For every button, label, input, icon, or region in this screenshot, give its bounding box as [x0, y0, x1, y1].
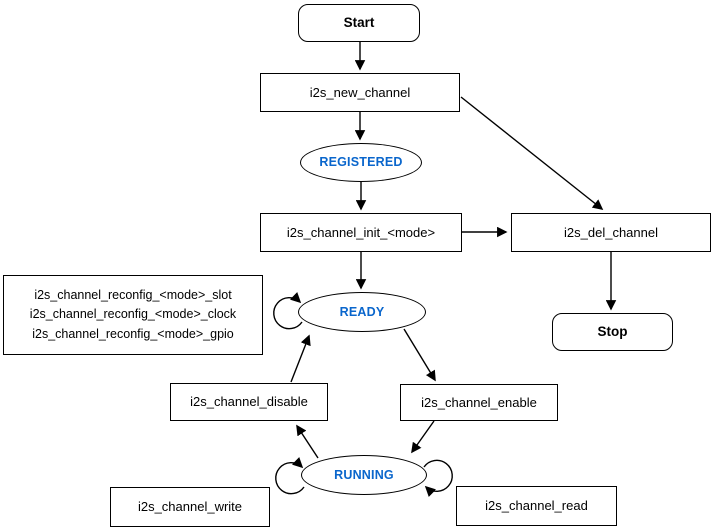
node-i2s-channel-write: i2s_channel_write: [110, 487, 270, 527]
node-state-ready: READY: [298, 292, 426, 332]
node-i2s-channel-init: i2s_channel_init_<mode>: [260, 213, 462, 252]
node-start: Start: [298, 4, 420, 42]
node-stop: Stop: [552, 313, 673, 351]
node-i2s-new-channel: i2s_new_channel: [260, 73, 460, 112]
node-i2s-channel-enable: i2s_channel_enable: [400, 384, 558, 421]
node-i2s-del-channel: i2s_del_channel: [511, 213, 711, 252]
node-state-registered: REGISTERED: [300, 143, 422, 182]
node-i2s-channel-disable: i2s_channel_disable: [170, 383, 328, 421]
edge-running-self-loop-left: [275, 457, 305, 495]
edge-new-channel-del-channel: [460, 96, 604, 210]
edge-running-self-loop-right: [423, 459, 453, 497]
edge-ready-enable: [403, 328, 436, 382]
edge-enable-running: [411, 420, 435, 454]
reconfig-line-slot: i2s_channel_reconfig_<mode>_slot: [34, 287, 232, 302]
edge-ready-self-loop: [273, 292, 303, 330]
edge-running-disable: [296, 424, 319, 459]
node-i2s-channel-read: i2s_channel_read: [456, 486, 617, 526]
reconfig-line-gpio: i2s_channel_reconfig_<mode>_gpio: [32, 326, 234, 341]
reconfig-line-clock: i2s_channel_reconfig_<mode>_clock: [29, 307, 237, 322]
edge-disable-ready: [290, 334, 311, 383]
node-i2s-channel-reconfig: i2s_channel_reconfig_<mode>_slot i2s_cha…: [3, 275, 263, 355]
node-state-running: RUNNING: [301, 455, 427, 495]
